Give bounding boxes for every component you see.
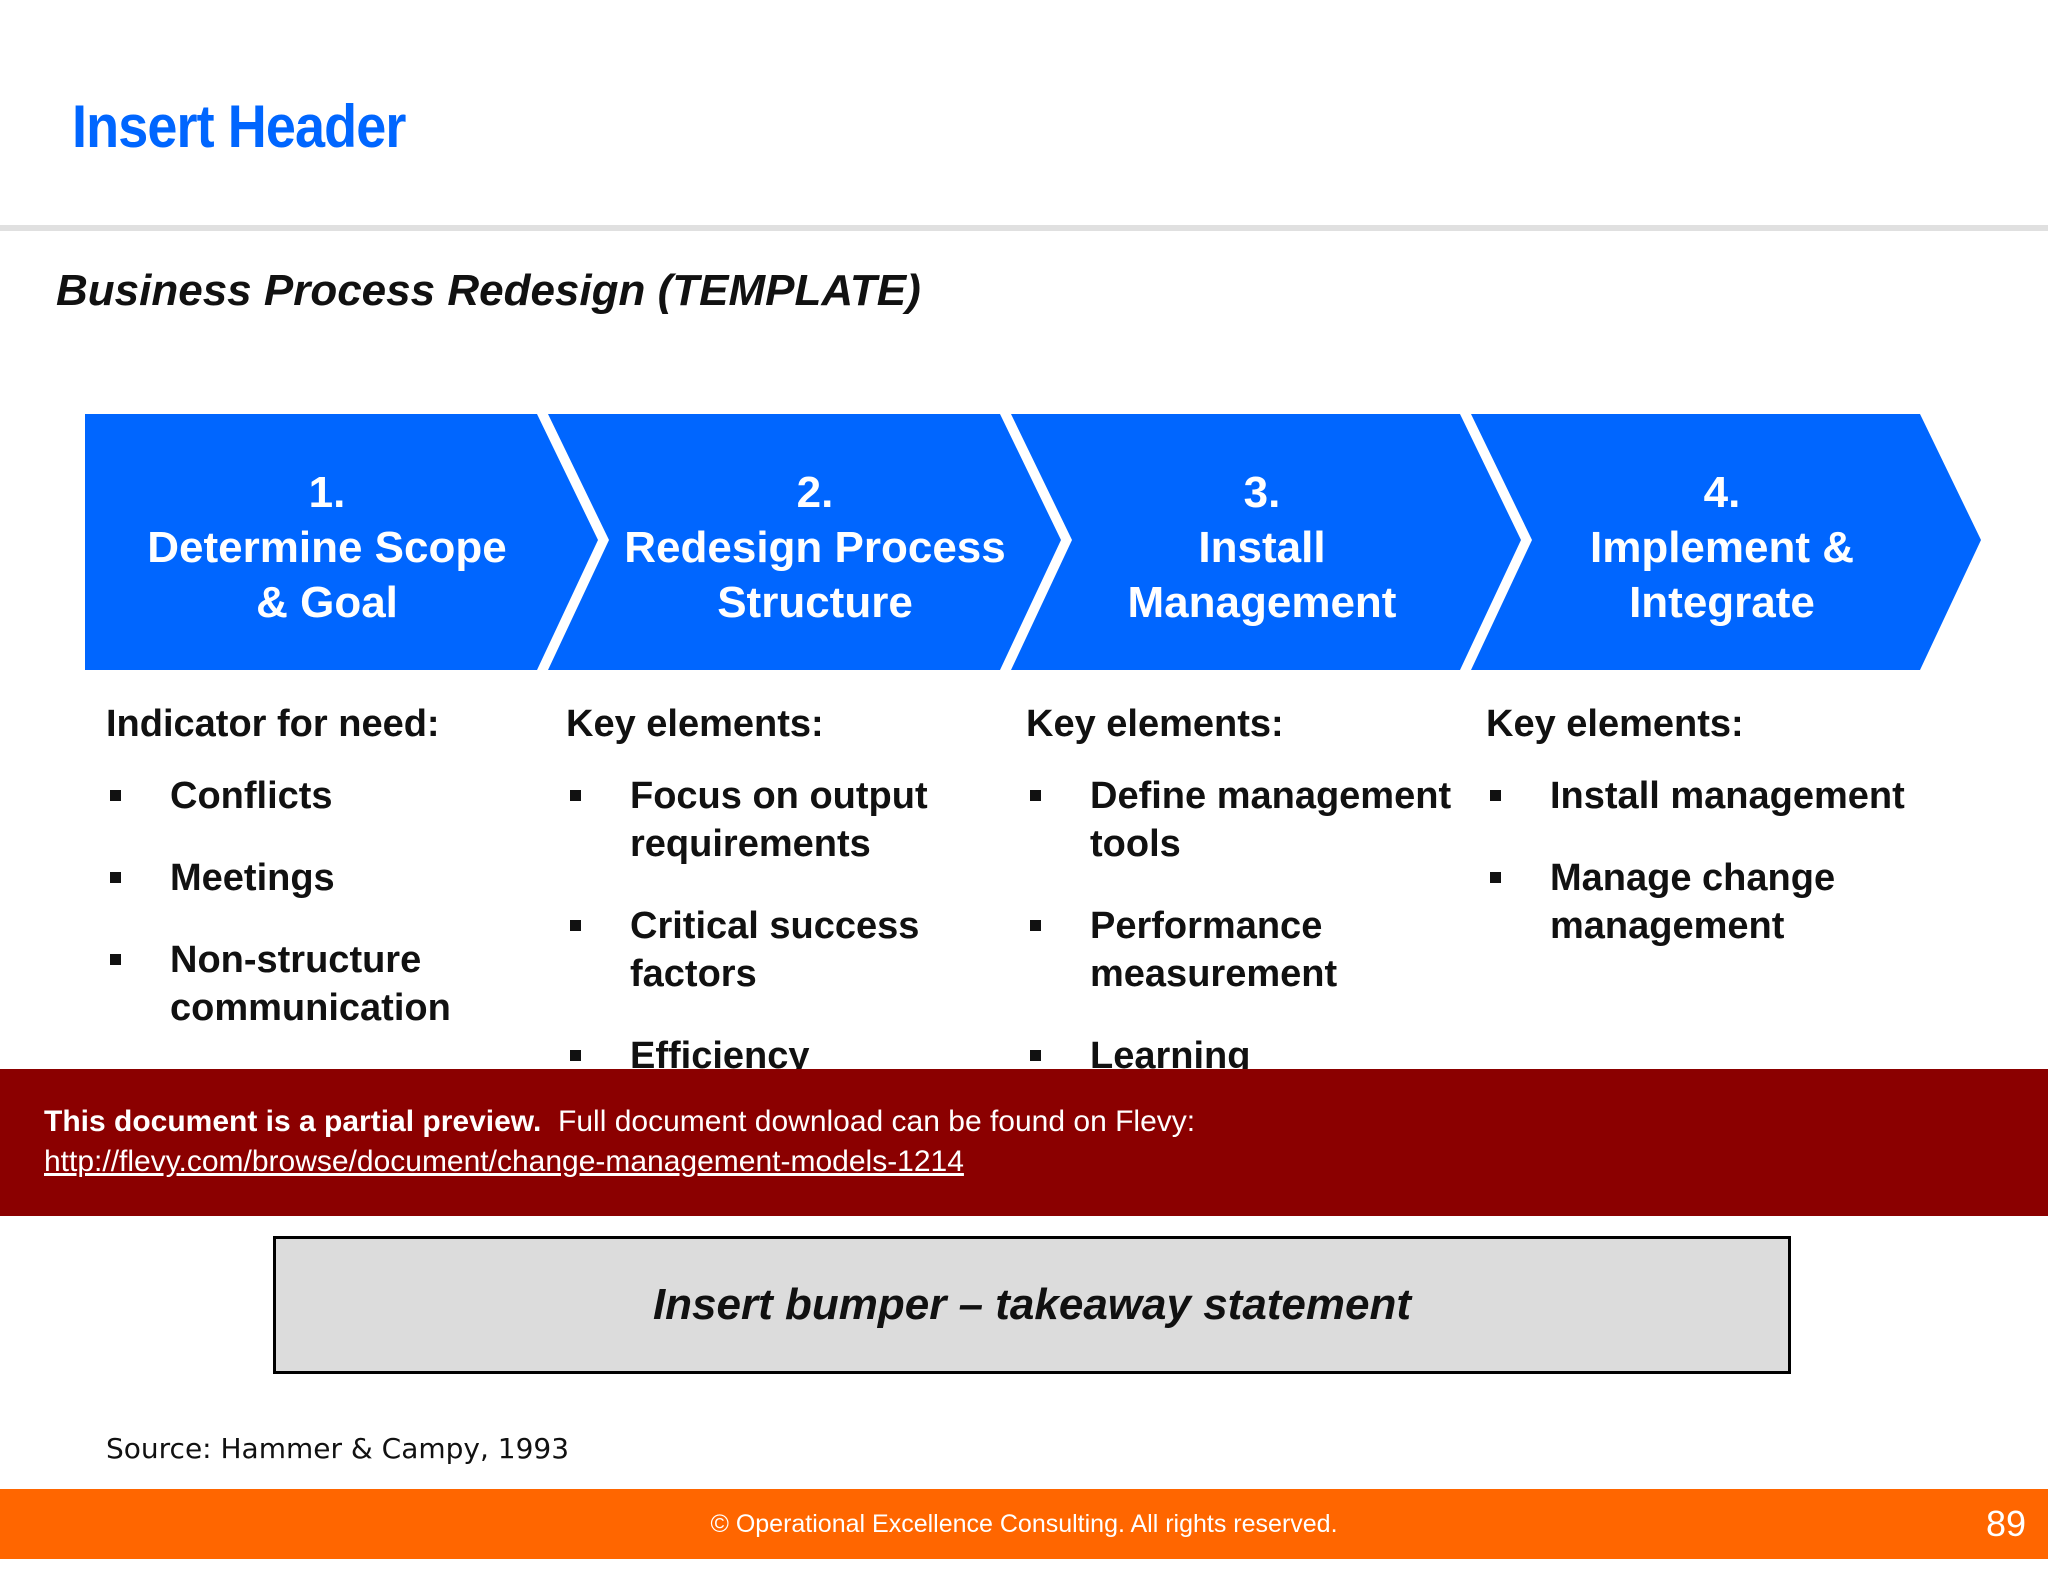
bullet-list: Focus on output requirements Critical su… xyxy=(566,772,1006,1080)
list-item: Critical success factors xyxy=(566,902,1006,998)
bullet-icon xyxy=(1490,790,1501,801)
bullet-icon xyxy=(570,1050,581,1061)
step-1-line1: Determine Scope xyxy=(147,522,507,572)
column-heading: Key elements: xyxy=(566,703,824,745)
column-heading: Indicator for need: xyxy=(106,703,440,745)
bullet-icon xyxy=(570,920,581,931)
header-divider xyxy=(0,225,2048,231)
bullet-icon xyxy=(110,790,121,801)
step-4-line2: Integrate xyxy=(1629,577,1815,627)
bullet-list: Install management Manage change managem… xyxy=(1486,772,1926,950)
preview-notice-text: Full document download can be found on F… xyxy=(558,1105,1196,1138)
source-citation: Source: Hammer & Campy, 1993 xyxy=(106,1432,570,1465)
step-4-line1: Implement & xyxy=(1589,522,1855,572)
step-4-label: 4. Implement & Integrate xyxy=(1507,462,1937,632)
footer-copyright: © Operational Excellence Consulting. All… xyxy=(710,1510,1338,1538)
step-chevron-3 xyxy=(1011,414,1521,670)
column-heading: Key elements: xyxy=(1486,703,1744,745)
list-item: Conflicts xyxy=(106,772,506,820)
step-2-label: 2. Redesign Process Structure xyxy=(600,462,1030,632)
list-item: Meetings xyxy=(106,854,506,902)
preview-notice: This document is a partial preview. Full… xyxy=(44,1105,1195,1139)
page-number: 89 xyxy=(1985,1503,2026,1544)
list-item: Focus on output requirements xyxy=(566,772,1006,868)
step-3-number: 3. xyxy=(1243,467,1281,517)
bullet-icon xyxy=(1490,872,1501,883)
column-step-4: Key elements: Install management Manage … xyxy=(1486,700,1926,984)
step-3-label: 3. Install Management xyxy=(1047,462,1477,632)
column-indicators: Indicator for need: Conflicts Meetings N… xyxy=(106,700,506,1066)
step-1-label: 1. Determine Scope & Goal xyxy=(112,462,542,632)
column-heading: Key elements: xyxy=(1026,703,1284,745)
bullet-icon xyxy=(1030,790,1041,801)
takeaway-bumper: Insert bumper – takeaway statement xyxy=(273,1236,1791,1374)
column-step-2: Key elements: Focus on output requiremen… xyxy=(566,700,1006,1114)
bullet-icon xyxy=(110,954,121,965)
bullet-icon xyxy=(1030,920,1041,931)
bullet-icon xyxy=(110,872,121,883)
bullet-list: Define management tools Performance meas… xyxy=(1026,772,1466,1080)
bullet-list: Conflicts Meetings Non-structure communi… xyxy=(106,772,506,1032)
step-chevron-1 xyxy=(85,414,598,670)
preview-notice-bold: This document is a partial preview. xyxy=(44,1105,542,1138)
step-2-number: 2. xyxy=(796,467,834,517)
list-item: Define management tools xyxy=(1026,772,1466,868)
step-3-line2: Management xyxy=(1127,577,1397,627)
bullet-icon xyxy=(1030,1050,1041,1061)
list-item: Install management xyxy=(1486,772,1926,820)
step-4-number: 4. xyxy=(1703,467,1741,517)
preview-banner: This document is a partial preview. Full… xyxy=(0,1069,2048,1216)
list-item: Performance measurement xyxy=(1026,902,1466,998)
footer-bar: © Operational Excellence Consulting. All… xyxy=(0,1489,2048,1559)
step-1-line2: & Goal xyxy=(256,577,398,627)
step-2-line1: Redesign Process xyxy=(624,522,1006,572)
list-item: Manage change management xyxy=(1486,854,1926,950)
process-chevrons xyxy=(85,414,1981,670)
step-1-number: 1. xyxy=(308,467,346,517)
bullet-icon xyxy=(570,790,581,801)
document-link[interactable]: http://flevy.com/browse/document/change-… xyxy=(44,1145,964,1178)
step-3-line1: Install xyxy=(1198,522,1326,572)
page-title: Insert Header xyxy=(72,93,406,160)
column-step-3: Key elements: Define management tools Pe… xyxy=(1026,700,1466,1114)
slide-subtitle: Business Process Redesign (TEMPLATE) xyxy=(56,266,921,315)
step-2-line2: Structure xyxy=(717,577,913,627)
step-chevron-2 xyxy=(548,414,1061,670)
step-chevron-4 xyxy=(1471,414,1981,670)
list-item: Non-structure communication xyxy=(106,936,506,1032)
